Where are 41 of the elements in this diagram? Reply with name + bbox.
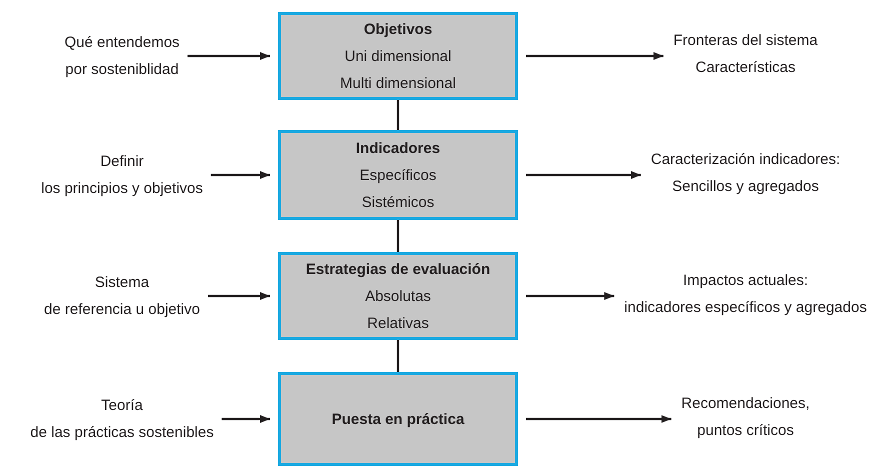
box-item: Uni dimensional <box>344 46 452 66</box>
process-box <box>278 12 518 100</box>
side-text: indicadores específicos y agregados <box>624 298 867 318</box>
connector-line <box>396 100 400 130</box>
box-item: Multi dimensional <box>340 74 456 94</box>
side-text: los principios y objetivos <box>41 179 203 199</box>
connector-line <box>396 220 400 252</box>
box-heading: Puesta en práctica <box>332 410 464 430</box>
arrow <box>188 52 270 60</box>
box-item: Sistémicos <box>362 192 434 212</box>
arrow <box>526 171 641 179</box>
side-text: Caracterización indicadores: <box>650 150 840 170</box>
side-text: por sosteniblidad <box>65 60 179 80</box>
arrow <box>526 415 672 423</box>
process-box <box>278 130 518 220</box>
side-text: Fronteras del sistema <box>673 31 818 51</box>
box-heading: Estrategias de evaluación <box>306 260 490 280</box>
arrow <box>526 292 614 300</box>
arrow <box>210 171 270 179</box>
side-text: Impactos actuales: <box>682 271 808 291</box>
side-text: Sistema <box>94 273 150 293</box>
box-item: Específicos <box>360 166 436 186</box>
arrow <box>222 415 270 423</box>
side-text: Recomendaciones, <box>681 394 810 414</box>
side-text: de referencia u objetivo <box>44 300 200 320</box>
box-heading: Indicadores <box>356 138 440 158</box>
box-heading: Objetivos <box>364 20 432 40</box>
connector-line <box>396 340 400 372</box>
side-text: Definir <box>100 152 144 172</box>
box-item: Absolutas <box>365 286 431 306</box>
arrow <box>526 52 664 60</box>
arrow <box>208 292 270 300</box>
side-text: puntos críticos <box>697 421 794 441</box>
side-text: de las prácticas sostenibles <box>30 423 214 443</box>
box-item: Relativas <box>367 314 429 334</box>
side-text: Características <box>695 58 796 78</box>
side-text: Sencillos y agregados <box>672 177 819 197</box>
side-text: Qué entendemos <box>64 33 180 53</box>
side-text: Teoría <box>101 396 143 416</box>
process-box <box>278 252 518 340</box>
process-box <box>278 372 518 466</box>
